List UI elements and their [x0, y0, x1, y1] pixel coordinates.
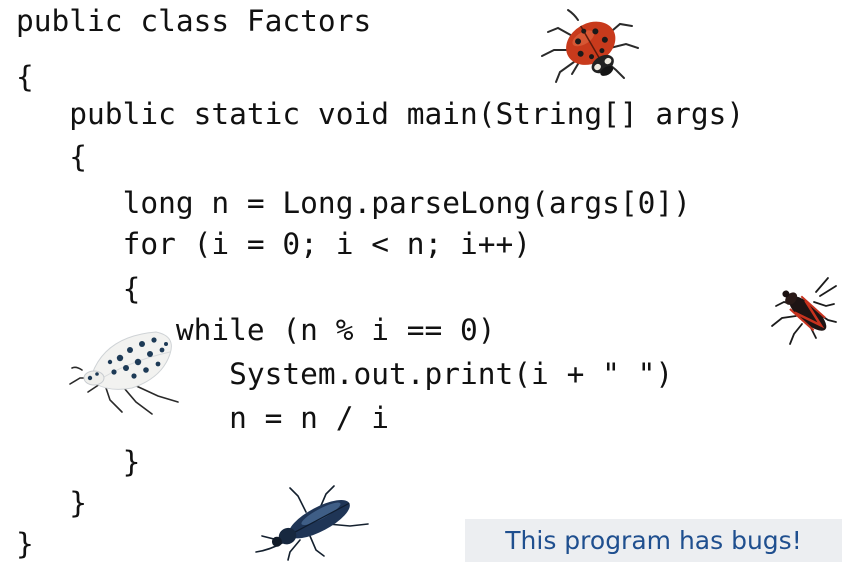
- code-line: {: [16, 272, 141, 306]
- code-line: public static void main(String[] args): [16, 97, 745, 131]
- spotted-moth-icon: [69, 331, 179, 415]
- code-line: }: [16, 486, 88, 520]
- boxelder-bug-icon: [771, 277, 837, 345]
- code-line: {: [16, 60, 34, 94]
- code-line: System.out.print(i + " "): [16, 357, 674, 391]
- beetle-icon: [255, 485, 369, 561]
- code-line: }: [16, 445, 141, 479]
- bugs-callout: This program has bugs!: [465, 519, 842, 562]
- code-line: n = n / i: [16, 401, 389, 435]
- code-line: }: [16, 527, 34, 561]
- code-line: long n = Long.parseLong(args[0]): [16, 186, 691, 220]
- ladybug-icon: [541, 9, 639, 83]
- callout-text: This program has bugs!: [505, 526, 802, 555]
- code-line: while (n % i == 0): [16, 313, 496, 347]
- code-line: {: [16, 140, 88, 174]
- code-line: public class Factors: [16, 4, 372, 38]
- code-line: for (i = 0; i < n; i++): [16, 227, 532, 261]
